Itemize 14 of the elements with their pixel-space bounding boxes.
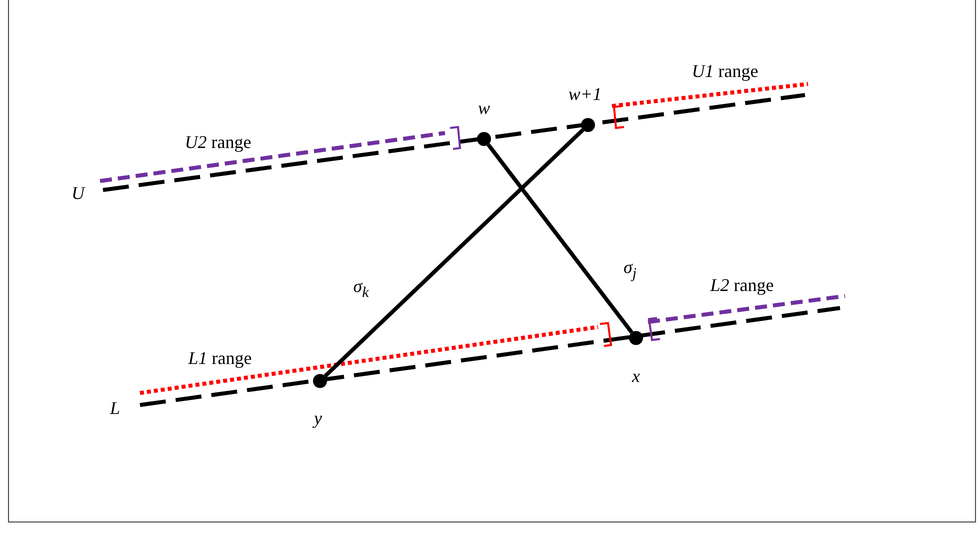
range-label: L2 range: [710, 276, 774, 294]
range-label: U2 range: [184, 133, 252, 151]
edge-label: σ$_{k}$: [353, 277, 369, 301]
connector-line: [324, 128, 584, 378]
edge-label: σ$_{j}$: [623, 258, 637, 282]
range-label: U1 range: [692, 62, 758, 80]
range-label: L1 range: [188, 349, 252, 367]
point-label: x: [632, 367, 640, 385]
point-label: w: [478, 99, 490, 117]
point-label: y: [314, 409, 322, 427]
line-label: U: [72, 184, 84, 202]
connector-line: [486, 143, 634, 334]
line-label: L: [110, 399, 120, 417]
point-label: w+1: [568, 85, 602, 103]
